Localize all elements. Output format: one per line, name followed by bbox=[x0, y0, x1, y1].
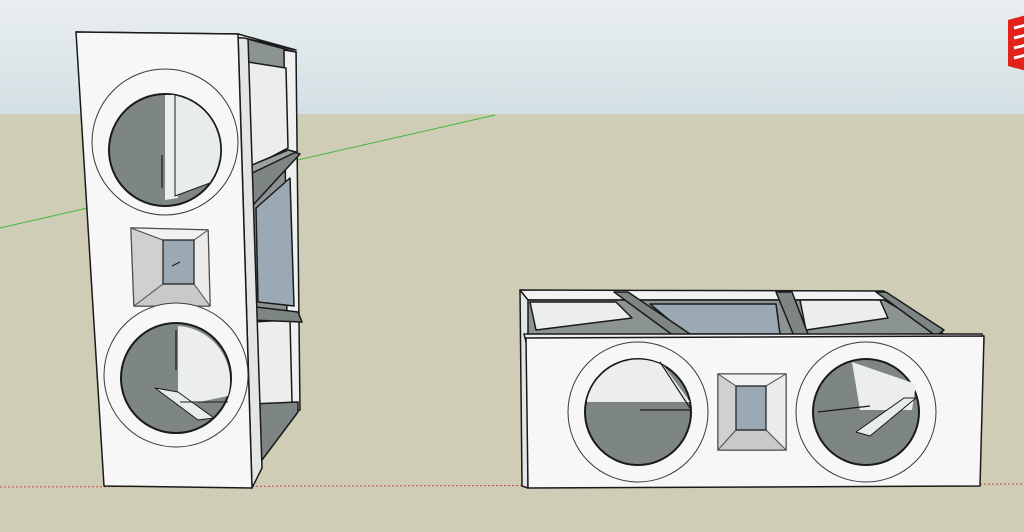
horn-throat bbox=[735, 385, 767, 431]
right-driver-inner-light bbox=[852, 362, 916, 410]
vertical-cabinet-horn[interactable] bbox=[130, 227, 211, 307]
lower-driver-inner-light bbox=[178, 326, 231, 404]
left-driver-edge-line bbox=[659, 361, 691, 409]
sketchup-logo-icon bbox=[1008, 15, 1024, 71]
horizontal-cabinet-right-wall bbox=[875, 291, 945, 337]
horizontal-cabinet-horn[interactable] bbox=[717, 373, 787, 451]
vertical-cabinet-glass-panel bbox=[255, 177, 295, 307]
right-driver-opening[interactable] bbox=[795, 341, 937, 483]
right-driver-inner-face bbox=[855, 397, 917, 437]
horizontal-cabinet-left-cavity bbox=[529, 301, 633, 331]
vertical-speaker-cabinet[interactable] bbox=[75, 31, 303, 489]
horizontal-cabinet-right-cavity bbox=[799, 299, 889, 331]
lower-driver-opening[interactable] bbox=[103, 302, 249, 448]
left-driver-inner-light bbox=[587, 359, 690, 402]
lower-driver-inner-face bbox=[154, 387, 215, 421]
horizontal-speaker-cabinet[interactable] bbox=[519, 289, 985, 489]
horizontal-cabinet-rear-edge bbox=[519, 289, 887, 301]
left-driver-opening[interactable] bbox=[567, 341, 709, 483]
right-driver-inner-line bbox=[817, 405, 871, 413]
upper-driver-opening[interactable] bbox=[91, 68, 239, 216]
horn-throat-mark bbox=[171, 261, 181, 267]
upper-driver-inner-face bbox=[174, 94, 222, 197]
horn-throat bbox=[162, 239, 195, 285]
